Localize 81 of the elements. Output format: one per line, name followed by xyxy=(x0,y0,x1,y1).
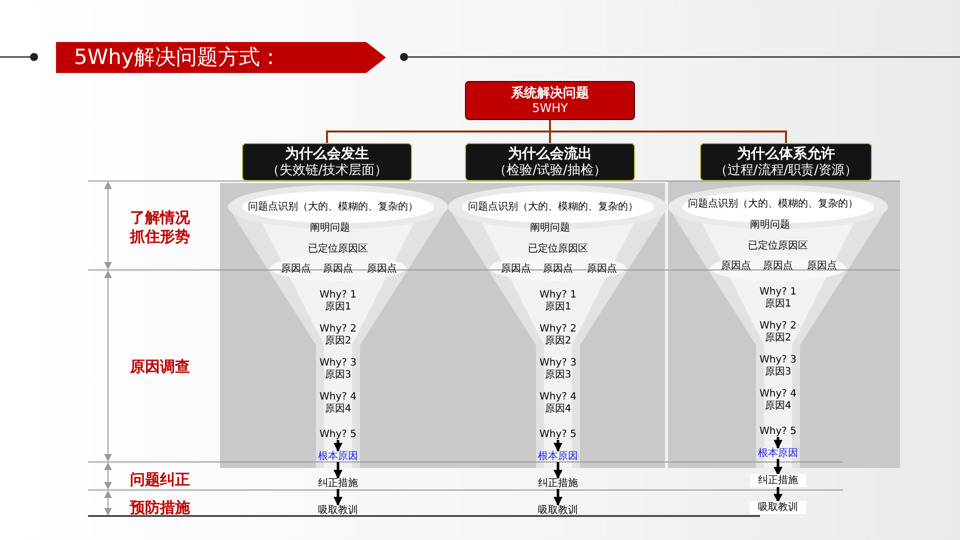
stage-heading: 了解情况抓住形势 xyxy=(129,208,191,246)
down-arrow xyxy=(554,462,562,479)
why-label: Why? 4 xyxy=(760,388,796,400)
funnel-text: 阐明问题 xyxy=(750,220,790,230)
down-arrow xyxy=(774,437,782,449)
lesson-label: 吸取教训 xyxy=(318,505,358,516)
lesson-label: 吸取教训 xyxy=(538,505,578,516)
why-label: Why? 5 xyxy=(320,429,356,440)
funnel-text: 问题点识别（大的、模糊的、复杂的） xyxy=(688,198,858,210)
funnel-text: 阐明问题 xyxy=(530,222,570,234)
cause-point-label: 原因点 xyxy=(543,264,573,274)
cause-label: 原因3 xyxy=(544,370,572,380)
corrective-action-label: 纠正措施 xyxy=(538,478,578,489)
down-arrow xyxy=(554,489,562,506)
why-label: Why? 3 xyxy=(540,358,576,368)
down-arrow xyxy=(554,440,562,452)
cause-label: 原因1 xyxy=(324,302,352,312)
cause-point-label: 原因点 xyxy=(807,260,837,272)
cause-label: 原因3 xyxy=(324,370,352,380)
cause-point-label: 原因点 xyxy=(501,264,531,274)
cause-label: 原因4 xyxy=(764,400,792,412)
box-heading: 为什么体系允许 xyxy=(737,146,835,163)
box-heading: 系统解决问题 xyxy=(511,86,589,102)
why-label: Why? 2 xyxy=(760,320,796,332)
why-label: Why? 1 xyxy=(320,290,356,300)
why-label: Why? 5 xyxy=(540,429,576,440)
cause-point-label: 原因点 xyxy=(721,260,751,272)
why-label: Why? 4 xyxy=(540,392,576,402)
root-cause-label: 根本原因 xyxy=(318,451,358,462)
why-label: Why? 4 xyxy=(320,392,356,402)
down-arrow xyxy=(334,462,342,479)
down-arrow xyxy=(334,440,342,452)
funnel-text: 问题点识别（大的、模糊的、复杂的） xyxy=(248,202,418,212)
cause-point-label: 原因点 xyxy=(587,264,617,274)
question-box xyxy=(465,143,635,181)
why-label: Why? 5 xyxy=(760,426,796,437)
corrective-action-label: 纠正措施 xyxy=(318,478,358,489)
why-label: Why? 2 xyxy=(540,324,576,334)
root-cause-label: 根本原因 xyxy=(758,448,798,459)
cause-label: 原因2 xyxy=(544,336,572,346)
cause-label: 原因4 xyxy=(324,404,352,414)
question-box xyxy=(700,143,872,181)
cause-point-label: 原因点 xyxy=(367,264,397,274)
cause-point-label: 原因点 xyxy=(763,260,793,272)
box-subtitle: 5WHY xyxy=(532,101,568,116)
cause-point-label: 原因点 xyxy=(281,264,311,274)
box-heading: 为什么会流出 xyxy=(508,146,592,163)
box-heading: 为什么会发生 xyxy=(285,146,369,163)
box-subtitle: （过程/流程/职责/资源） xyxy=(714,162,858,178)
cause-label: 原因2 xyxy=(764,332,792,344)
why-label: Why? 3 xyxy=(320,358,356,368)
title-banner: 5Why解决问题方式： xyxy=(56,42,386,73)
box-subtitle: （检验/试验/抽检） xyxy=(494,162,606,178)
root-box xyxy=(465,81,635,120)
why-label: Why? 2 xyxy=(320,324,356,334)
connector-line xyxy=(549,120,787,143)
cause-label: 原因4 xyxy=(544,404,572,414)
cause-label: 原因1 xyxy=(544,302,572,312)
cause-label: 原因2 xyxy=(324,336,352,346)
why-label: Why? 1 xyxy=(760,286,796,298)
funnel-text: 问题点识别（大的、模糊的、复杂的） xyxy=(468,202,638,212)
lesson-label: 吸取教训 xyxy=(750,501,806,514)
corrective-action-label: 纠正措施 xyxy=(750,474,806,487)
why-label: Why? 1 xyxy=(540,290,576,300)
funnel-text: 已定位原因区 xyxy=(748,240,808,252)
question-box xyxy=(242,143,412,181)
cause-label: 原因1 xyxy=(764,298,792,310)
funnel-text: 已定位原因区 xyxy=(308,244,368,254)
stage-heading: 原因调查 xyxy=(130,358,190,376)
root-cause-label: 根本原因 xyxy=(538,451,578,462)
why-label: Why? 3 xyxy=(760,354,796,366)
box-subtitle: （失效链/技术层面） xyxy=(266,162,388,178)
cause-point-label: 原因点 xyxy=(323,264,353,274)
down-arrow xyxy=(774,459,782,476)
stage-heading: 问题纠正 xyxy=(130,470,190,490)
down-arrow xyxy=(334,489,342,506)
funnel-text: 已定位原因区 xyxy=(528,244,588,254)
down-arrow xyxy=(774,486,782,503)
stage-heading: 预防措施 xyxy=(130,498,190,518)
cause-label: 原因3 xyxy=(764,366,792,378)
funnel-text: 阐明问题 xyxy=(310,222,350,234)
